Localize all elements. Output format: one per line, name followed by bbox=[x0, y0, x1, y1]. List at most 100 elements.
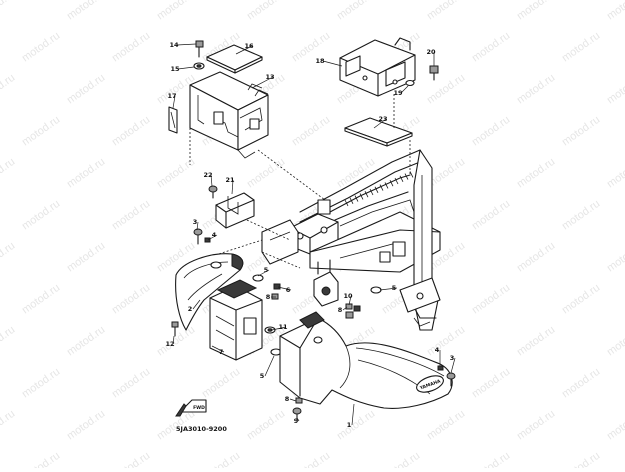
watermark-text: motod.ru bbox=[110, 282, 152, 317]
callout-12: 12 bbox=[165, 340, 174, 348]
leader-line-16 bbox=[235, 45, 253, 55]
callout-11: 11 bbox=[278, 323, 288, 331]
watermark-text: motod.ru bbox=[560, 30, 602, 65]
part-21-clip bbox=[215, 192, 255, 229]
watermark-text: motod.ru bbox=[200, 450, 242, 468]
leader-line-15 bbox=[177, 66, 195, 70]
watermark-text: motod.ru bbox=[560, 450, 602, 468]
watermark-text: motod.ru bbox=[470, 366, 512, 401]
leader-line-7 bbox=[211, 345, 225, 353]
watermark-text: motod.ru bbox=[0, 72, 17, 107]
watermark-text: motod.ru bbox=[380, 450, 422, 468]
leader-line-11 bbox=[271, 326, 287, 331]
watermark-text: motod.ru bbox=[155, 0, 197, 22]
watermark-text: motod.ru bbox=[560, 366, 602, 401]
watermark-text: motod.ru bbox=[605, 72, 625, 107]
part-22-bolt bbox=[208, 185, 218, 199]
part-7-cover bbox=[209, 279, 263, 361]
watermark-text: motod.ru bbox=[200, 366, 242, 401]
part-23-pad bbox=[344, 117, 413, 147]
watermark-text: motod.ru bbox=[605, 240, 625, 275]
watermark-text: motod.ru bbox=[65, 0, 107, 22]
part-4-clip-right bbox=[437, 365, 444, 371]
hatch-line bbox=[379, 184, 384, 191]
part-17-pad bbox=[168, 106, 178, 134]
watermark-text: motod.ru bbox=[20, 450, 62, 468]
callout-5: 5 bbox=[260, 372, 265, 380]
leader-line-8 bbox=[342, 306, 348, 311]
watermark-text: motod.ru bbox=[515, 72, 557, 107]
part-9-bolt bbox=[292, 407, 302, 421]
watermark-text: motod.ru bbox=[605, 408, 625, 443]
watermark-text: motod.ru bbox=[20, 198, 62, 233]
hatch-line bbox=[364, 191, 369, 198]
leader-line-3 bbox=[450, 357, 456, 374]
part-13-battery-box bbox=[189, 71, 269, 159]
watermark-text: motod.ru bbox=[560, 282, 602, 317]
watermark-text: motod.ru bbox=[560, 198, 602, 233]
callout-13: 13 bbox=[265, 73, 274, 81]
callout-6: 6 bbox=[286, 286, 291, 294]
hatch-line bbox=[394, 177, 399, 185]
watermark-text: motod.ru bbox=[65, 240, 107, 275]
watermark-text: motod.ru bbox=[470, 450, 512, 468]
watermark-text: motod.ru bbox=[155, 156, 197, 191]
watermark-text: motod.ru bbox=[605, 324, 625, 359]
watermark-text: motod.ru bbox=[335, 0, 377, 22]
hatch-line bbox=[384, 182, 389, 189]
watermark-text: motod.ru bbox=[470, 30, 512, 65]
leader-line-3 bbox=[196, 221, 199, 231]
watermark-text: motod.ru bbox=[20, 282, 62, 317]
callout-2: 2 bbox=[188, 305, 193, 313]
callout-8: 8 bbox=[285, 395, 290, 403]
watermark-text: motod.ru bbox=[110, 114, 152, 149]
part-20-bolt bbox=[429, 65, 439, 81]
watermark-text: motod.ru bbox=[290, 450, 332, 468]
watermark-text: motod.ru bbox=[470, 282, 512, 317]
callout-14: 14 bbox=[169, 41, 179, 49]
part-11-collar bbox=[264, 326, 276, 334]
part-1-main-cover bbox=[279, 311, 453, 409]
watermark-text: motod.ru bbox=[110, 366, 152, 401]
part-18-bracket bbox=[339, 37, 416, 97]
watermark-text: motod.ru bbox=[245, 0, 287, 22]
yamaha-badge: YAMAHA bbox=[416, 375, 444, 393]
watermark-text: motod.ru bbox=[515, 240, 557, 275]
watermark-text: motod.ru bbox=[245, 408, 287, 443]
watermark-text: motod.ru bbox=[155, 324, 197, 359]
callout-1: 1 bbox=[347, 421, 352, 429]
hatch-line bbox=[404, 173, 409, 180]
watermark-text: motod.ru bbox=[425, 0, 467, 22]
part-4-clip-left bbox=[204, 237, 211, 243]
callout-15: 15 bbox=[170, 65, 180, 73]
watermark-text: motod.ru bbox=[110, 30, 152, 65]
watermark-text: motod.ru bbox=[0, 0, 17, 22]
leader-line-5 bbox=[257, 269, 270, 277]
hatch-line bbox=[349, 197, 354, 204]
watermark-text: motod.ru bbox=[290, 30, 332, 65]
part-19-washer bbox=[405, 79, 415, 87]
watermark-text: motod.ru bbox=[110, 198, 152, 233]
part-15-grommet bbox=[193, 62, 205, 70]
hatch-line bbox=[399, 175, 404, 182]
watermark-text: motod.ru bbox=[470, 114, 512, 149]
fwd-arrow-icon: FWD bbox=[175, 399, 207, 417]
leader-line-6 bbox=[277, 286, 292, 291]
leader-line-5 bbox=[379, 287, 398, 291]
part-6-nut-set bbox=[273, 283, 361, 312]
leader-line-8 bbox=[289, 398, 297, 402]
part-16-cover-plate bbox=[206, 44, 263, 74]
hatch-line bbox=[354, 195, 359, 202]
leader-line-23 bbox=[373, 118, 387, 129]
callout-4: 4 bbox=[212, 231, 217, 239]
leader-line-4 bbox=[207, 234, 218, 241]
callout-9: 9 bbox=[294, 417, 299, 425]
callout-16: 16 bbox=[244, 42, 254, 50]
callout-8: 8 bbox=[266, 293, 271, 301]
hatch-line bbox=[359, 193, 364, 200]
callout-5: 5 bbox=[264, 266, 269, 274]
watermark-text: motod.ru bbox=[65, 408, 107, 443]
watermark-text: motod.ru bbox=[20, 114, 62, 149]
leader-line-13 bbox=[251, 76, 274, 89]
